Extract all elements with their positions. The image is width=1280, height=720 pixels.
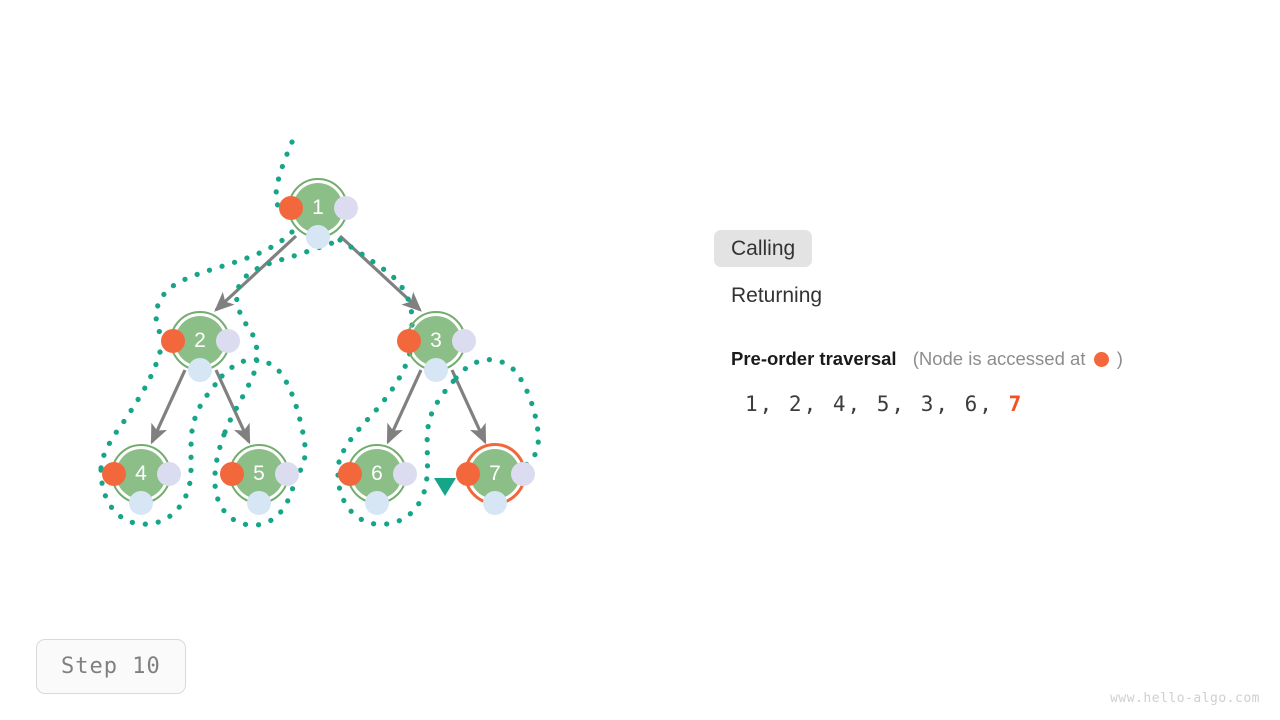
node-right-port xyxy=(157,462,181,486)
node-right-port xyxy=(452,329,476,353)
node-access-dot xyxy=(102,462,126,486)
node-bottom-port xyxy=(247,491,271,515)
node-right-port xyxy=(275,462,299,486)
node-bottom-port xyxy=(188,358,212,382)
access-dot-icon xyxy=(1093,352,1109,367)
node-access-dot xyxy=(220,462,244,486)
edge-3-7 xyxy=(450,369,487,445)
node-right-port xyxy=(334,196,358,220)
node-label: 4 xyxy=(135,462,147,485)
traversal-note-prefix: (Node is accessed at xyxy=(912,348,1086,369)
node-access-dot xyxy=(279,196,303,220)
node-label: 7 xyxy=(489,462,501,485)
path-root-entry xyxy=(273,139,295,211)
legend-returning: Returning xyxy=(731,284,823,307)
node-label: 3 xyxy=(430,329,442,352)
node-bottom-port xyxy=(365,491,389,515)
node-right-port xyxy=(216,329,240,353)
path-around-n5 xyxy=(212,429,299,528)
node-label: 6 xyxy=(371,462,383,485)
node-bottom-port xyxy=(129,491,153,515)
edge-2-4 xyxy=(150,369,187,445)
node-access-dot xyxy=(338,462,362,486)
edge-2-5 xyxy=(214,369,251,445)
node-access-dot xyxy=(456,462,480,486)
current-node-pointer-icon xyxy=(434,478,456,496)
traversal-sequence-visited: 1, 2, 4, 5, 3, 6, xyxy=(745,392,994,416)
path-around-n4 xyxy=(98,373,225,527)
tree-edges-and-path xyxy=(98,139,541,528)
node-bottom-port xyxy=(306,225,330,249)
node-bottom-port xyxy=(424,358,448,382)
step-badge: Step 10 xyxy=(36,639,186,694)
node-label: 2 xyxy=(194,329,206,352)
node-bottom-port xyxy=(483,491,507,515)
watermark: www.hello-algo.com xyxy=(1110,691,1260,706)
traversal-title: Pre-order traversal xyxy=(731,348,897,369)
node-access-dot xyxy=(397,329,421,353)
path-n2-to-n4 xyxy=(98,349,163,473)
traversal-heading: Pre-order traversal (Node is accessed at… xyxy=(731,348,1237,370)
node-access-dot xyxy=(161,329,185,353)
info-panel: Calling Returning Pre-order traversal (N… xyxy=(714,230,1254,416)
traversal-sequence-current: 7 xyxy=(1008,392,1024,416)
traversal-block: Pre-order traversal (Node is accessed at… xyxy=(714,348,1254,416)
edge-1-2 xyxy=(214,234,298,312)
tree-edge-group xyxy=(150,234,487,445)
path-around-n6 xyxy=(335,375,459,527)
node-right-port xyxy=(393,462,417,486)
traversal-note-suffix: ) xyxy=(1116,348,1123,369)
legend-calling: Calling xyxy=(714,230,813,267)
path-n3-to-n6 xyxy=(336,338,415,465)
edge-3-6 xyxy=(386,369,423,445)
traversal-sequence: 1, 2, 4, 5, 3, 6, 7 xyxy=(745,392,1237,416)
node-right-port xyxy=(511,462,535,486)
binary-tree-diagram: 1 2 3 4 xyxy=(0,0,660,600)
path-root-to-n2 xyxy=(153,229,295,336)
path-n5-up-to-root xyxy=(222,237,343,435)
node-label: 5 xyxy=(253,462,265,485)
node-label: 1 xyxy=(312,196,324,219)
